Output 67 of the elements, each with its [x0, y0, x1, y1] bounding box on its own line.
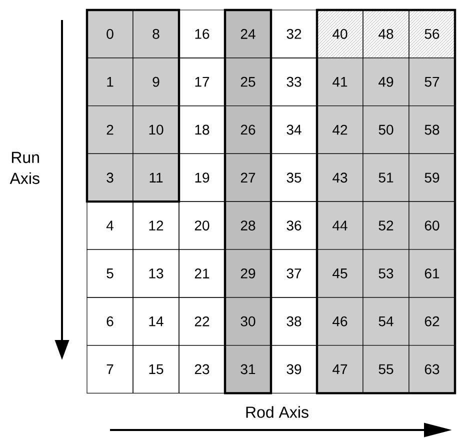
grid-cell: 10 [132, 106, 180, 154]
grid-cell: 47 [316, 344, 364, 394]
grid-cell: 9 [132, 58, 180, 106]
grid-cell: 23 [178, 344, 226, 394]
grid-cell: 60 [408, 201, 456, 250]
grid-cell: 36 [270, 201, 318, 250]
grid-cell: 21 [178, 249, 226, 298]
grid-cell: 58 [408, 106, 456, 154]
grid-cell: 61 [408, 249, 456, 298]
grid-cell: 38 [270, 297, 318, 346]
grid-cell: 41 [316, 58, 364, 106]
grid-cell: 1 [86, 58, 134, 106]
grid-cell: 33 [270, 58, 318, 106]
grid-cell: 34 [270, 106, 318, 154]
grid-cell: 43 [316, 153, 364, 202]
grid-cell: 16 [178, 10, 226, 58]
grid-cell: 30 [224, 297, 272, 346]
grid-cell: 19 [178, 153, 226, 202]
grid-cell: 52 [362, 201, 410, 250]
group-outline [86, 8, 180, 203]
grid-cell: 15 [132, 344, 180, 394]
grid-cell: 4 [86, 201, 134, 250]
grid-cell: 13 [132, 249, 180, 298]
grid-cell: 63 [408, 344, 456, 394]
grid-cell: 6 [86, 297, 134, 346]
grid-cell: 57 [408, 58, 456, 106]
grid-cell: 35 [270, 153, 318, 202]
grid-cell: 12 [132, 201, 180, 250]
grid-cell: 37 [270, 249, 318, 298]
grid-cell: 5 [86, 249, 134, 298]
grid-cell: 22 [178, 297, 226, 346]
grid-cell: 32 [270, 10, 318, 58]
grid-cell: 2 [86, 106, 134, 154]
grid-cell: 24 [224, 10, 272, 58]
grid-cell: 40 [316, 10, 364, 58]
grid-cell: 14 [132, 297, 180, 346]
group-outline [316, 8, 456, 394]
axis-label: Rod Axis [246, 406, 308, 418]
grid-cell: 39 [270, 344, 318, 394]
grid-cell: 26 [224, 106, 272, 154]
grid-cell: 55 [362, 344, 410, 394]
grid-cell: 17 [178, 58, 226, 106]
grid-cell: 50 [362, 106, 410, 154]
grid-cell: 53 [362, 249, 410, 298]
grid-cell: 45 [316, 249, 364, 298]
grid-cell: 51 [362, 153, 410, 202]
grid-cell: 54 [362, 297, 410, 346]
grid-cell: 20 [178, 201, 226, 250]
axis-label: Run Axis [10, 152, 40, 184]
grid-cell: 59 [408, 153, 456, 202]
grid-cell: 25 [224, 58, 272, 106]
grid-cell: 46 [316, 297, 364, 346]
grid-cell: 0 [86, 10, 134, 58]
grid-cell: 49 [362, 58, 410, 106]
grid-cell: 27 [224, 153, 272, 202]
grid-cell: 11 [132, 153, 180, 202]
grid-cell: 62 [408, 297, 456, 346]
grid-cell: 42 [316, 106, 364, 154]
grid-cell: 28 [224, 201, 272, 250]
grid-cell: 8 [132, 10, 180, 58]
group-outline [224, 8, 272, 394]
grid-cell: 31 [224, 344, 272, 394]
grid-cell: 29 [224, 249, 272, 298]
grid-cell: 3 [86, 153, 134, 202]
grid-cell: 44 [316, 201, 364, 250]
grid-cell: 18 [178, 106, 226, 154]
grid-cell: 7 [86, 344, 134, 394]
